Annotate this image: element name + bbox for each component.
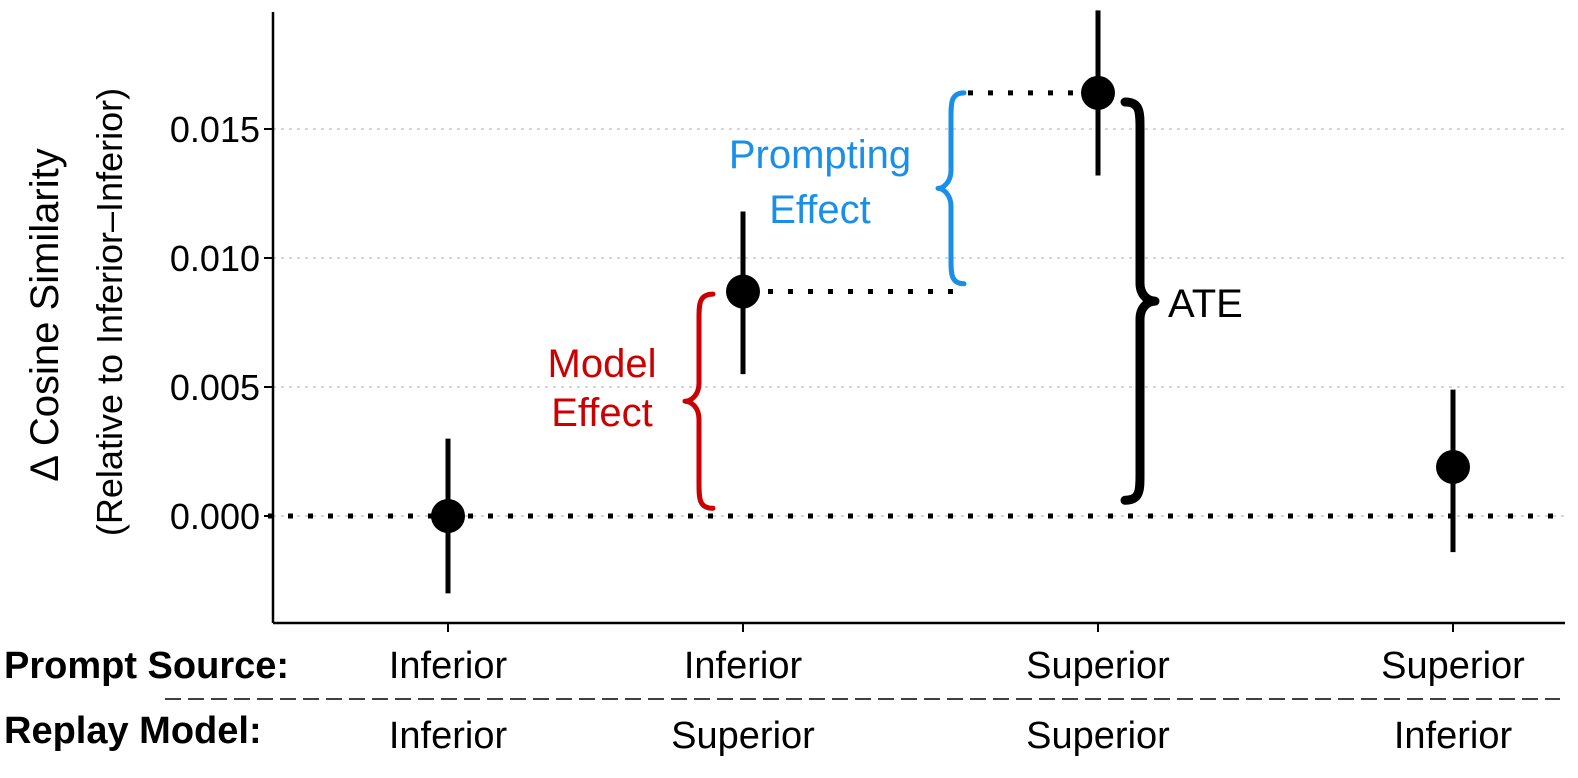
data-points: [431, 10, 1470, 594]
axes: [271, 12, 1565, 625]
model-effect-brace: [682, 291, 716, 511]
replay-model-row-label: Replay Model:: [4, 710, 262, 752]
model-effect-label-line: Effect: [551, 391, 653, 435]
prompting-effect-brace: [935, 90, 967, 287]
data-point: [1081, 75, 1115, 110]
prompt-source-label: Inferior: [389, 645, 508, 687]
category-labels: InferiorInferiorInferiorSuperiorSuperior…: [4, 645, 1560, 757]
y-tick-label: 0.015: [170, 109, 260, 150]
data-point: [726, 274, 760, 309]
data-point: [431, 499, 465, 533]
ate-label: ATE: [1168, 282, 1243, 326]
replay-model-label: Inferior: [389, 715, 508, 757]
prompt-source-label: Superior: [1026, 645, 1170, 687]
y-axis-title: Δ Cosine Similarity: [23, 148, 67, 481]
y-tick-label: 0.005: [170, 367, 260, 408]
prompt-source-row-label: Prompt Source:: [4, 645, 289, 687]
prompting-effect-label-line: Prompting: [729, 133, 911, 177]
reference-lines: [268, 90, 1565, 519]
grid-lines: [273, 128, 1565, 517]
y-axis-subtitle: (Relative to Inferior–Inferior): [89, 88, 130, 536]
y-tick-label: 0.000: [170, 496, 260, 537]
replay-model-label: Inferior: [1394, 715, 1513, 757]
model-effect-label-line: Model: [548, 342, 657, 386]
y-axis-title: Δ Cosine Similarity (Relative to Inferior…: [23, 88, 130, 536]
prompting-effect-label-line: Effect: [769, 188, 871, 232]
ate-brace: [1120, 97, 1160, 505]
x-ticks: [447, 623, 1454, 632]
replay-model-label: Superior: [671, 715, 815, 757]
y-ticks: 0.000 0.005 0.010 0.015: [170, 109, 273, 537]
prompt-source-label: Inferior: [684, 645, 803, 687]
replay-model-label: Superior: [1026, 715, 1170, 757]
prompt-source-label: Superior: [1381, 645, 1525, 687]
data-point: [1436, 449, 1470, 484]
y-tick-label: 0.010: [170, 238, 260, 279]
